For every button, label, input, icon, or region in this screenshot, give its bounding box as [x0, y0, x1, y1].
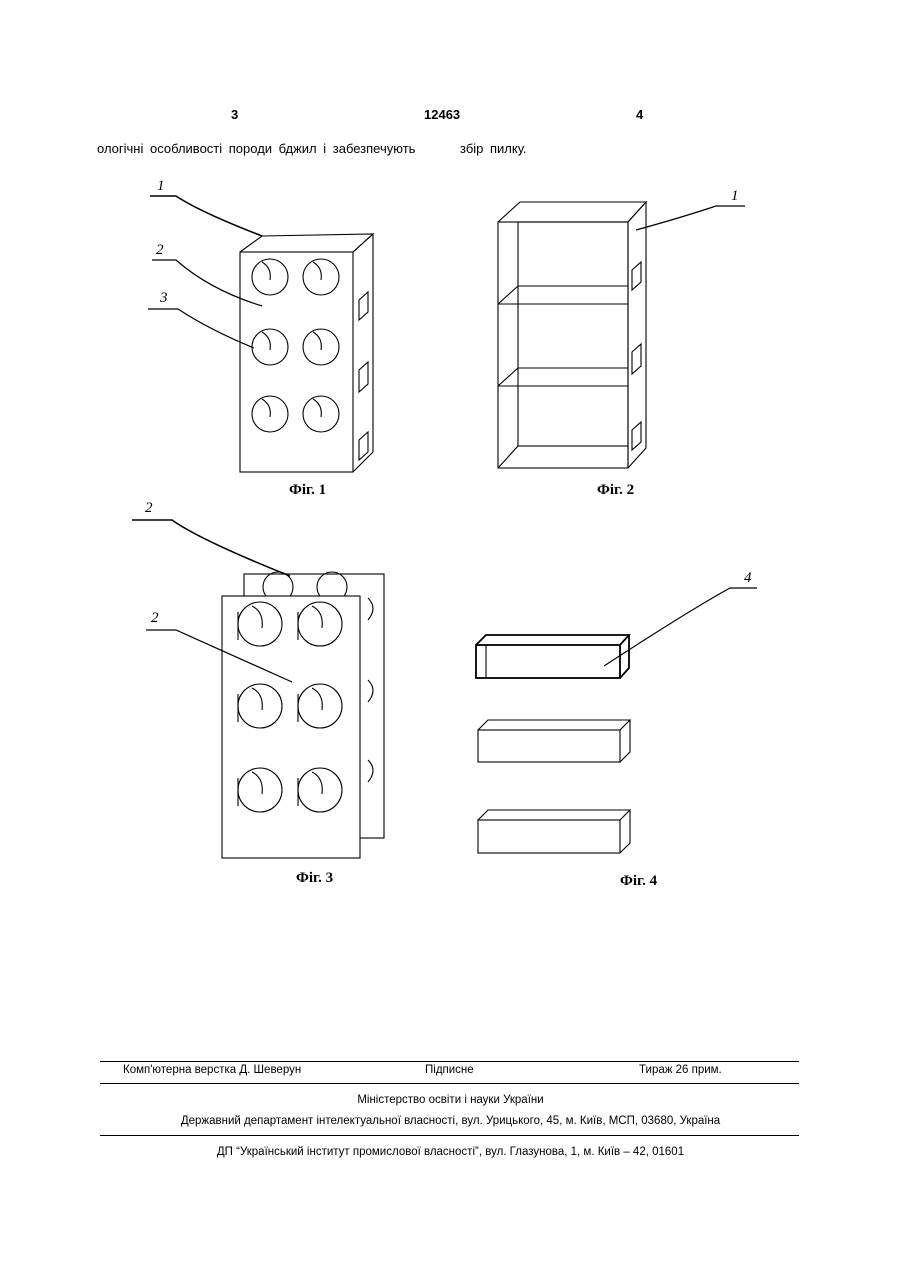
- fig4-ref-4: 4: [744, 570, 752, 587]
- footer-institute: ДП “Український інститут промислової вла…: [0, 1146, 901, 1158]
- fig3-ref-2b: 2: [151, 610, 159, 627]
- footer-department: Державний департамент інтелектуальної вл…: [0, 1115, 901, 1127]
- footer-circulation: Тираж 26 прим.: [639, 1064, 722, 1076]
- figure-2-caption: Фіг. 2: [597, 482, 634, 499]
- fig2-ref-1: 1: [731, 188, 739, 205]
- figure-3-caption: Фіг. 3: [296, 870, 333, 887]
- footer-rule-top: [100, 1061, 799, 1062]
- figure-2-drawing: [498, 202, 745, 468]
- footer-rule-bottom: [100, 1135, 799, 1136]
- figure-4-caption: Фіг. 4: [620, 873, 657, 890]
- footer-signed: Підписне: [425, 1064, 474, 1076]
- fig1-ref-1: 1: [157, 178, 165, 195]
- figure-1-caption: Фіг. 1: [289, 482, 326, 499]
- figure-3-drawing: [132, 520, 384, 858]
- fig1-ref-3: 3: [160, 290, 168, 307]
- footer-layout-by: Комп'ютерна верстка Д. Шеверун: [123, 1064, 301, 1076]
- figure-1-drawing: [148, 196, 373, 472]
- fig3-ref-2a: 2: [145, 500, 153, 517]
- footer-rule-middle: [100, 1083, 799, 1084]
- fig1-ref-2: 2: [156, 242, 164, 259]
- figure-4-drawing: [476, 588, 757, 853]
- footer-ministry: Міністерство освіти і науки України: [0, 1094, 901, 1106]
